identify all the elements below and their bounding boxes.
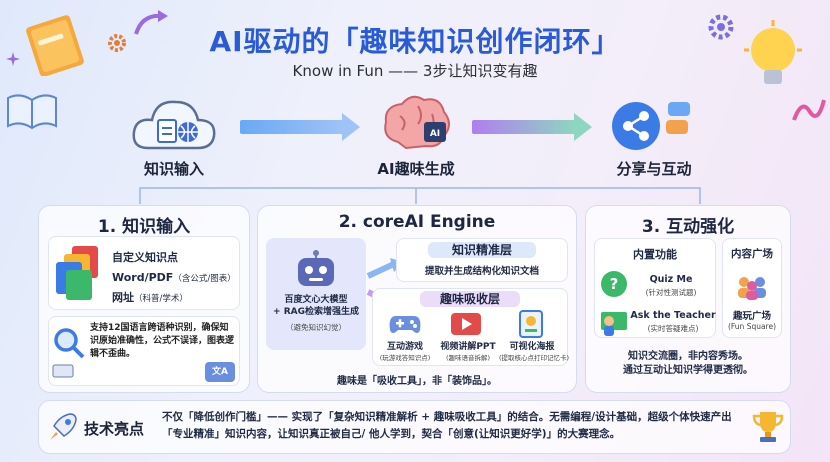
cloud-upload-icon bbox=[132, 100, 216, 150]
ask-teacher-note: (实时答疑难点) bbox=[647, 324, 699, 333]
quiz-me-note: (针对性测试题) bbox=[645, 288, 697, 297]
flow-arrow-1 bbox=[240, 120, 344, 134]
page-title: AI驱动的「趣味知识创作闭环」 bbox=[209, 25, 621, 58]
output-game-note: (玩游戏答知识点) bbox=[379, 354, 431, 362]
brain-icon: AI bbox=[384, 95, 450, 150]
fun-layer-title: 趣味吸收层 bbox=[420, 291, 520, 307]
flow-arrow-1-head bbox=[342, 113, 360, 141]
engine-label: 百度文心大模型 + RAG检索增强生成 bbox=[273, 295, 359, 317]
curved-arrow-icon bbox=[134, 10, 168, 35]
panel-core-engine-title: 2. coreAI Engine bbox=[338, 212, 496, 232]
fun-square-label: 趣玩广场 bbox=[732, 311, 771, 322]
flow-step-ai: AI趣味生成 bbox=[377, 160, 455, 178]
engine-footer: 趣味是「吸收工具」，非「装饰品」。 bbox=[337, 376, 497, 387]
video-icon bbox=[451, 313, 481, 335]
connector-lines bbox=[139, 187, 701, 204]
page-subtitle: Know in Fun —— 3步让知识变有趣 bbox=[292, 62, 538, 80]
fun-square-note: (Fun Square) bbox=[727, 322, 777, 331]
precision-layer-title: 知识精准层 bbox=[428, 242, 536, 258]
flow-step-input: 知识输入 bbox=[143, 160, 204, 178]
content-square-title: 内容广场 bbox=[731, 248, 773, 260]
output-video-note: (趣味语音拆解) bbox=[445, 354, 491, 362]
builtin-features-title: 内置功能 bbox=[633, 248, 677, 261]
teacher-icon bbox=[601, 312, 627, 336]
output-poster-note: (提取核心点打印记忆卡) bbox=[498, 354, 570, 362]
svg-text:?: ? bbox=[610, 275, 619, 293]
quiz-me-label: Quiz Me bbox=[649, 274, 693, 285]
trophy-icon bbox=[752, 412, 784, 442]
panel-knowledge-input-title: 1. 知识输入 bbox=[97, 217, 191, 237]
ai-chip-label: AI bbox=[430, 129, 440, 139]
translate-icon: 文A bbox=[205, 362, 235, 382]
source-item-word-pdf: Word/PDF（含公式/图表） bbox=[112, 271, 236, 284]
gear-icon bbox=[708, 14, 734, 40]
keyboard-icon bbox=[52, 364, 74, 378]
precision-layer-desc: 提取并生成结构化知识文档 bbox=[424, 266, 539, 277]
tech-highlight-label: 技术亮点 bbox=[84, 420, 145, 438]
language-card bbox=[48, 316, 240, 386]
gamepad-icon bbox=[389, 316, 421, 333]
output-video-label: 视频讲解PPT bbox=[440, 342, 496, 352]
question-icon: ? bbox=[601, 271, 627, 297]
output-game-label: 互动游戏 bbox=[386, 342, 423, 352]
gear-icon bbox=[108, 34, 126, 52]
magnifier-icon bbox=[54, 328, 85, 359]
panel-interaction-title: 3. 互动强化 bbox=[641, 217, 735, 237]
source-item-custom: 自定义知识点 bbox=[112, 251, 178, 264]
squiggle-icon bbox=[792, 99, 826, 121]
poster-icon bbox=[519, 310, 543, 338]
robot-icon bbox=[298, 250, 334, 286]
documents-icon bbox=[56, 246, 98, 300]
community-icon bbox=[738, 277, 766, 300]
rocket-icon bbox=[50, 413, 77, 440]
source-item-url: 网址（科普/学术） bbox=[112, 291, 188, 304]
tech-highlight-bar bbox=[38, 400, 791, 454]
open-book-icon bbox=[7, 94, 57, 130]
language-description: 支持12国语言跨语种识别，确保知识原始准确性，公式不误译，图表逻辑不歪曲。 bbox=[90, 323, 235, 359]
interaction-footer: 知识交流圈，非内容秀场。 通过互动让知识学得更透彻。 bbox=[623, 351, 753, 376]
ask-teacher-label: Ask the Teacher bbox=[630, 310, 716, 321]
flow-arrow-2 bbox=[472, 120, 576, 134]
engine-note: （避免知识幻觉） bbox=[286, 323, 346, 332]
flow-arrow-2-head bbox=[574, 113, 592, 141]
sparkle-icon bbox=[6, 52, 20, 66]
lightbulb-icon bbox=[744, 20, 802, 84]
flow-step-share: 分享与互动 bbox=[616, 160, 692, 178]
book-icon bbox=[26, 15, 84, 76]
share-icon bbox=[612, 102, 660, 150]
output-poster-label: 可视化海报 bbox=[509, 342, 555, 352]
chat-bubble-icon bbox=[666, 102, 690, 134]
tech-highlight-text: 不仅「降低创作门槛」—— 实现了「复杂知识精准解析 + 趣味吸收工具」的结合。无… bbox=[162, 411, 732, 440]
